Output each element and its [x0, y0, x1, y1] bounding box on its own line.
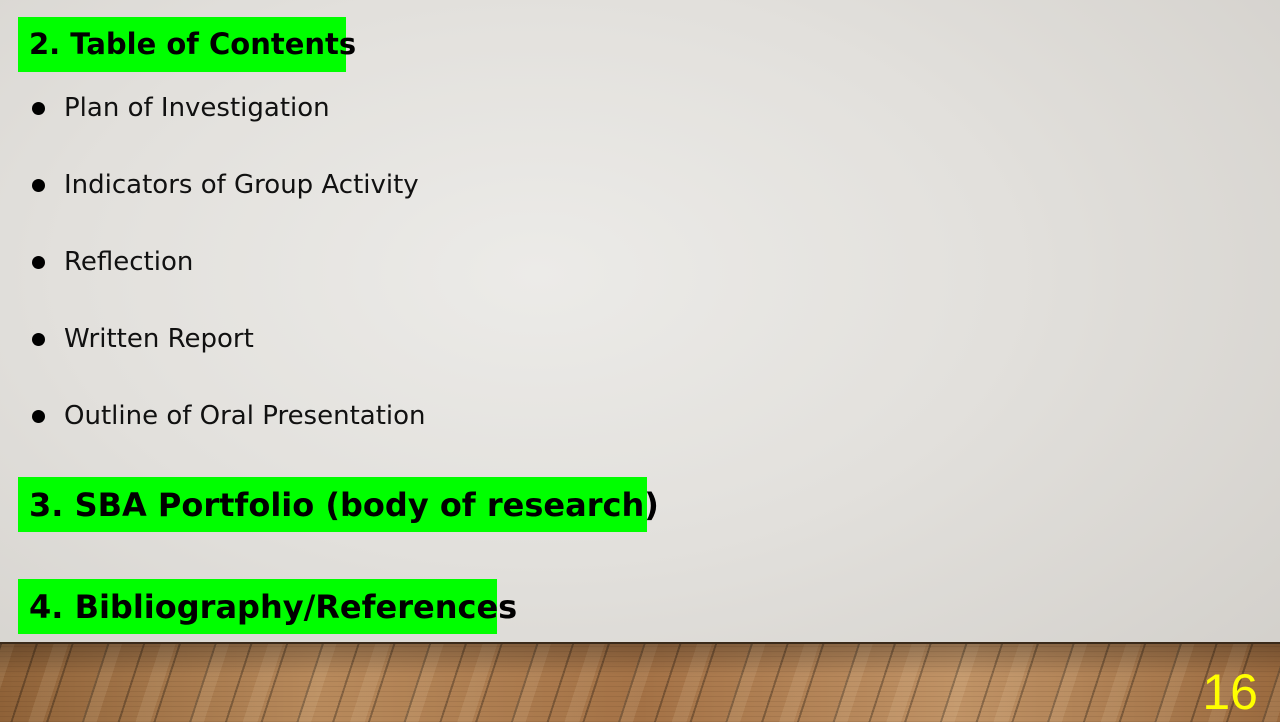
sba-portfolio-heading: 3. SBA Portfolio (body of research): [18, 477, 659, 532]
bibliography-heading: 4. Bibliography/References: [18, 579, 517, 634]
list-item-label: Written Report: [64, 324, 254, 354]
list-item-label: Plan of Investigation: [64, 93, 330, 123]
bullet-icon: [32, 410, 45, 423]
bullet-icon: [32, 102, 45, 115]
wood-floor-decoration: [0, 642, 1280, 722]
list-item-label: Outline of Oral Presentation: [64, 401, 426, 431]
floor-shadow: [0, 644, 1280, 722]
bullet-icon: [32, 179, 45, 192]
bullet-icon: [32, 256, 45, 269]
list-item-label: Reflection: [64, 247, 194, 277]
list-item-label: Indicators of Group Activity: [64, 170, 419, 200]
page-number: 16: [1202, 664, 1258, 720]
toc-heading: 2. Table of Contents: [18, 17, 356, 72]
bullet-icon: [32, 333, 45, 346]
